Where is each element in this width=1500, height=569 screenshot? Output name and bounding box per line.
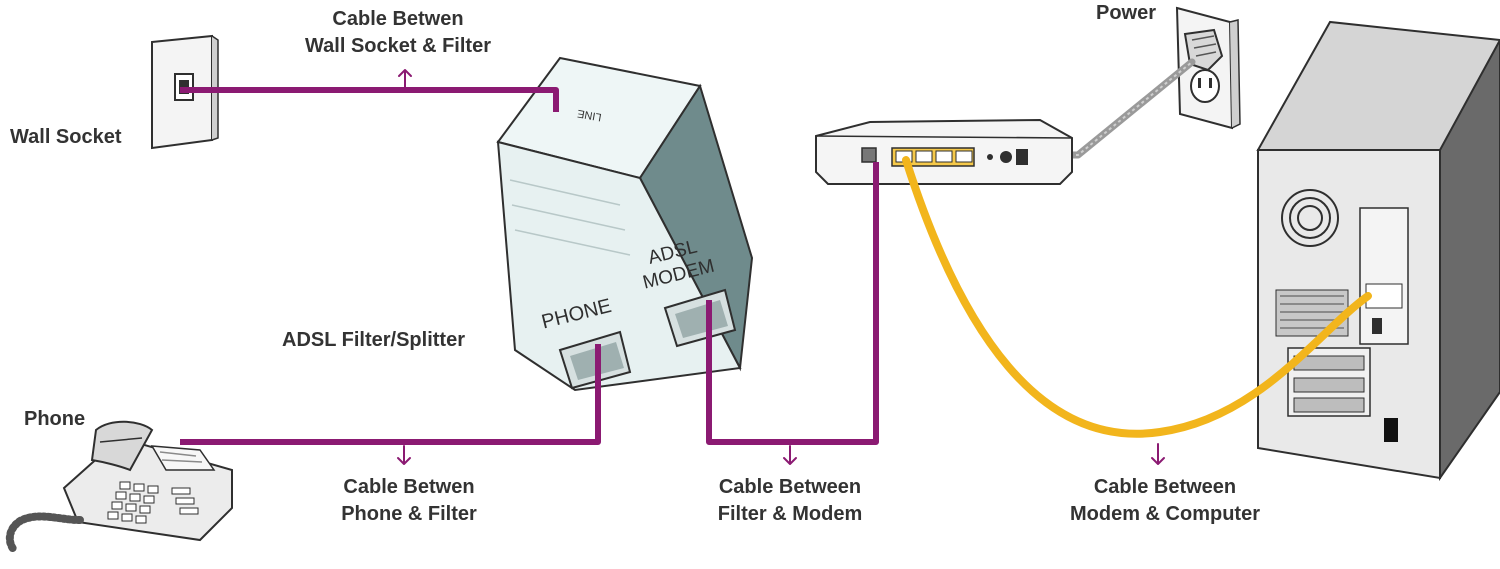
cable-wall-filter-line2: Wall Socket & Filter [305, 35, 491, 57]
desktop-tower-icon [1256, 20, 1500, 482]
power-outlet-icon [1175, 6, 1241, 130]
cable-phone-filter-label: Cable Betwen Phone & Filter [341, 474, 477, 528]
phone-cables [180, 87, 879, 445]
arrow-up-wall-filter [398, 69, 412, 89]
cable-filter-modem-label: Cable Between Filter & Modem [718, 474, 862, 528]
cable-filter-modem-line1: Cable Between [718, 476, 862, 498]
wall-socket-label: Wall Socket [10, 126, 122, 148]
arrow-down-modem-computer [1151, 443, 1165, 465]
cable-modem-computer-line2: Modem & Computer [1070, 503, 1260, 525]
cable-phone-filter-line1: Cable Betwen [343, 476, 475, 498]
filter-label: ADSL Filter/Splitter [282, 329, 465, 351]
modem-router-icon [815, 118, 1073, 185]
cable-wall-filter-line1: Cable Betwen [332, 8, 464, 30]
cable-modem-to-computer [902, 156, 1372, 438]
cable-wall-filter-label: Cable Betwen Wall Socket & Filter [305, 6, 491, 60]
power-label: Power [1096, 2, 1157, 24]
modem-port [663, 288, 737, 348]
cable-wall-to-filter [180, 87, 559, 112]
arrow-down-filter-modem [783, 445, 797, 465]
label-arrows [397, 69, 1165, 465]
ethernet-ports [891, 147, 975, 167]
keypad [107, 481, 199, 524]
cable-filter-modem-line2: Filter & Modem [717, 503, 863, 525]
cable-filter-to-modem [706, 162, 879, 445]
phone-label: Phone [24, 408, 86, 430]
handset-coiled-cord [5, 512, 84, 554]
cable-phone-filter-line2: Phone & Filter [341, 503, 477, 525]
cable-modem-computer-label: Cable Between Modem & Computer [1070, 474, 1260, 528]
cable-modem-computer-line1: Cable Between [1093, 476, 1237, 498]
adsl-filter-icon: LINE PHONE ADSL MODEM [496, 56, 754, 392]
filter-line-label: LINE [576, 107, 602, 123]
telephone-icon [5, 420, 233, 554]
arrow-down-phone-filter [397, 445, 411, 465]
cable-phone-to-filter [180, 344, 601, 445]
